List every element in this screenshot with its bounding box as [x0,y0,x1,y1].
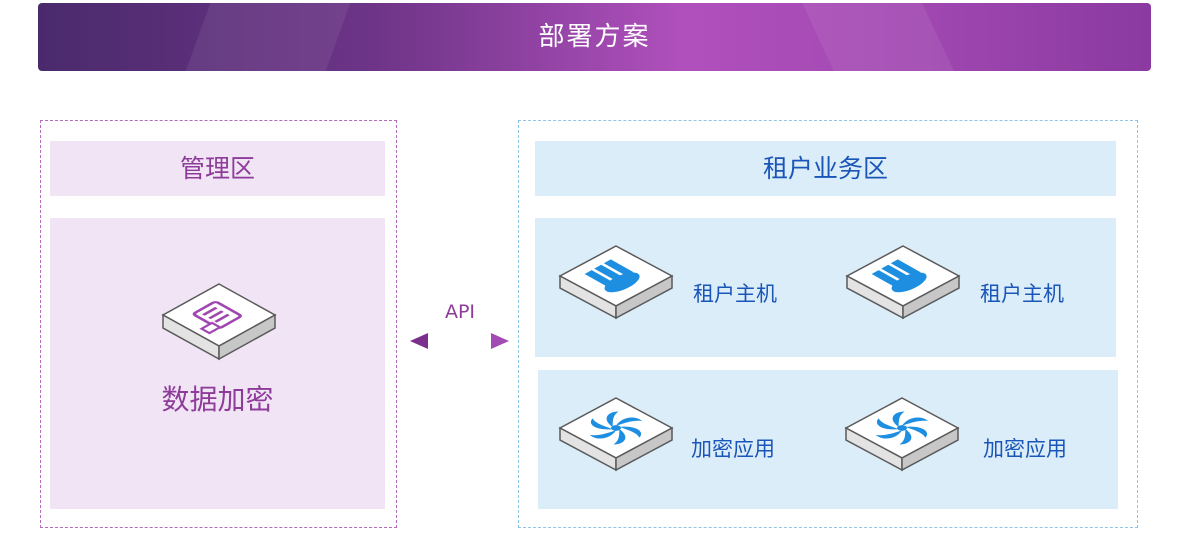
cloud-server-icon [558,245,674,320]
data-encryption-device-icon [161,283,277,361]
tenant-zone-title: 租户业务区 [535,141,1116,196]
data-encryption-label: 数据加密 [161,383,274,416]
encryption-app-label: 加密应用 [691,437,775,461]
tenant-host-label: 租户主机 [980,282,1064,306]
management-zone-title: 管理区 [50,141,385,196]
encryption-app-label: 加密应用 [983,437,1067,461]
tenant-zone [518,120,1138,528]
management-zone-panel [50,218,385,509]
tenant-host-label: 租户主机 [693,282,777,306]
fan-app-icon [558,397,674,472]
fan-app-icon [844,397,960,472]
api-label: API [444,301,476,323]
bidirectional-arrow-icon [410,333,509,349]
page-title: 部署方案 [538,22,651,52]
cloud-server-icon [845,245,961,320]
management-zone [40,120,397,528]
header-banner: 部署方案 [38,3,1151,71]
